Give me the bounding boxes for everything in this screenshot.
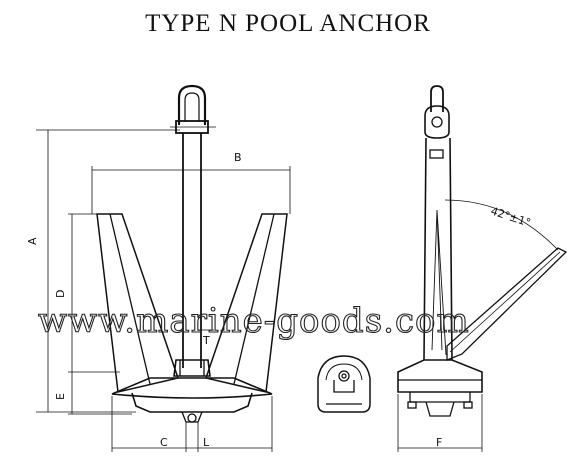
dimension-f-label: F: [436, 436, 442, 449]
dimension-b-label: B: [234, 151, 242, 164]
watermark: www.marine-goods.com: [38, 301, 470, 341]
dimension-e-label: E: [54, 393, 67, 400]
shank: [182, 133, 202, 368]
dimension-t-label: T: [202, 334, 210, 347]
crown: [111, 377, 273, 399]
dimension-d-label: D: [54, 290, 67, 298]
diagram-title: TYPE N POOL ANCHOR: [145, 10, 431, 37]
angle-label: 42°±1°: [489, 204, 532, 229]
front-view: [36, 84, 291, 452]
dimension-l-label: L: [203, 436, 210, 449]
rotated-fluke: [446, 247, 568, 361]
dimension-a-label: A: [26, 237, 39, 245]
shackle: [177, 84, 207, 125]
angle-arc: [444, 199, 559, 251]
shank-section-detail: [317, 355, 371, 413]
side-view: [397, 85, 568, 452]
dimension-c-label: C: [160, 436, 168, 449]
crown-base: [131, 392, 253, 413]
